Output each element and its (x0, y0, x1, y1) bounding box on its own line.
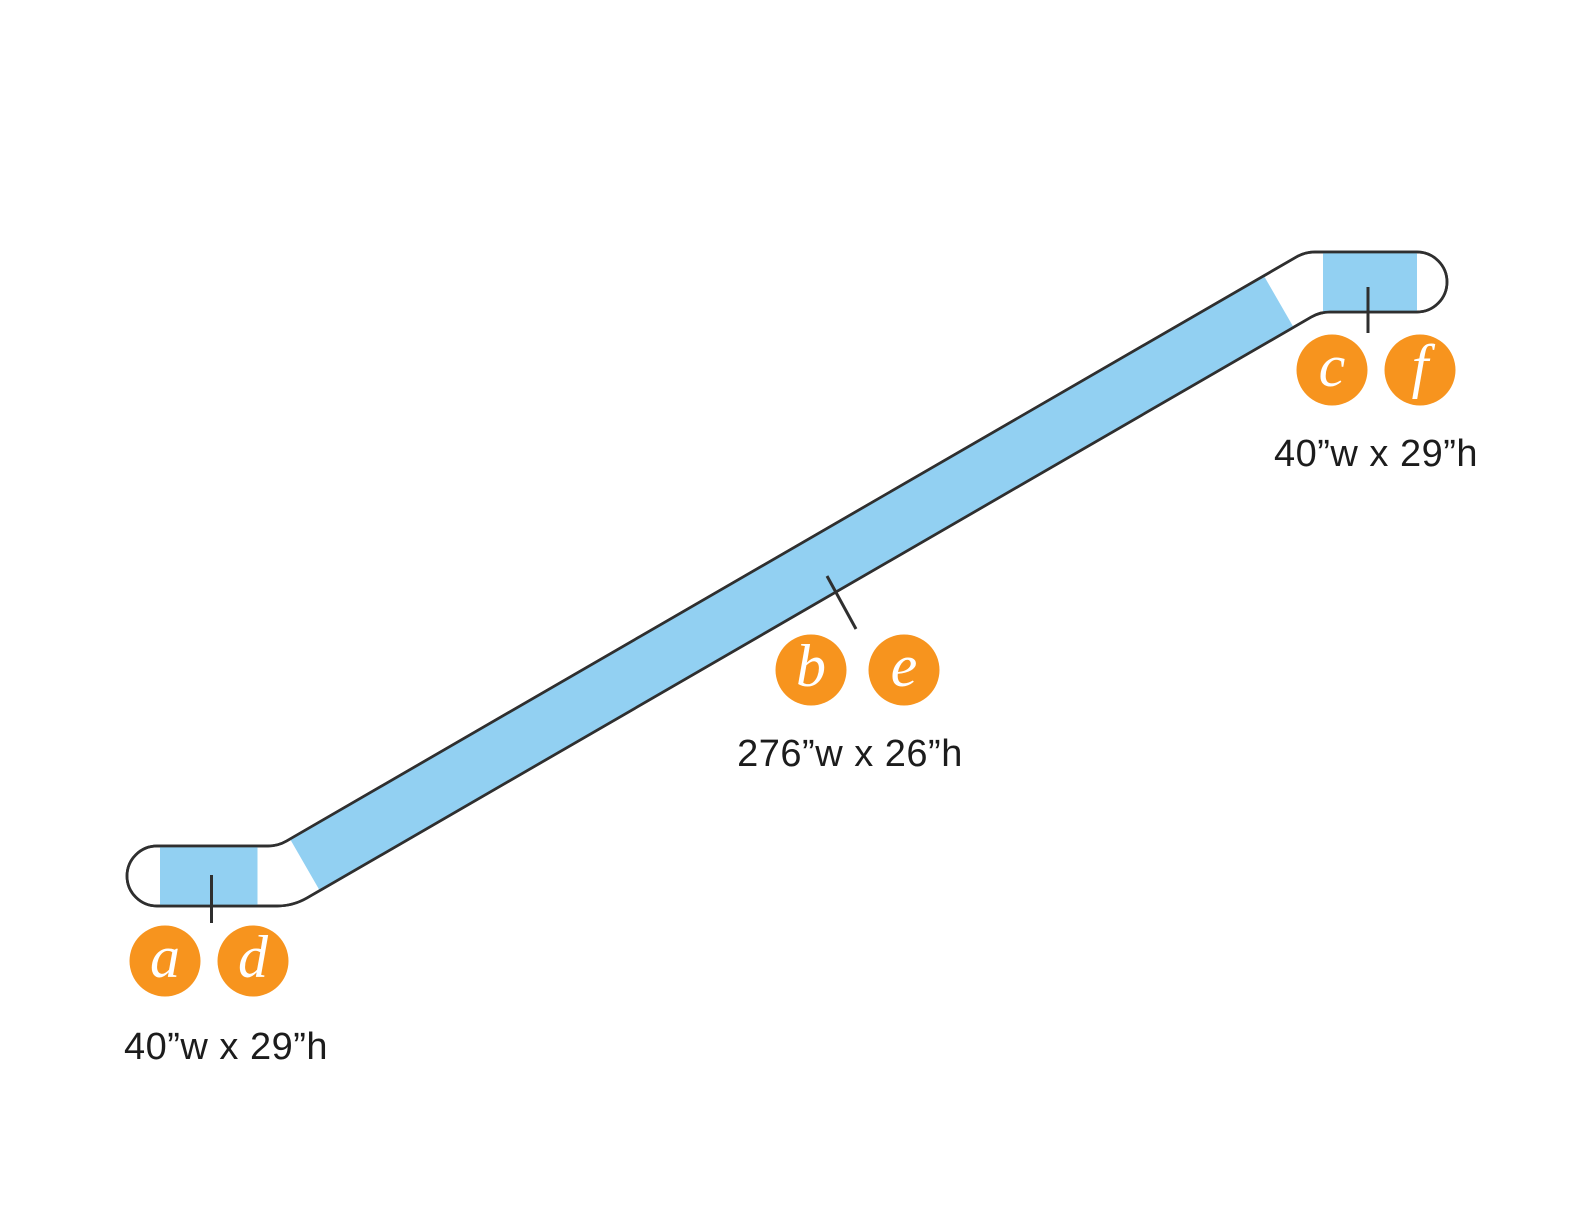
badge-c-circle (1296, 334, 1368, 406)
badge-a-letter: a (150, 924, 180, 990)
badge-f-circle (1384, 334, 1456, 406)
badge-e: e (868, 633, 940, 706)
badge-e-circle (868, 634, 940, 706)
badge-b: b (775, 633, 847, 706)
badge-e-letter: e (891, 633, 918, 699)
badge-d-letter: d (238, 924, 269, 990)
upper-landing-panel (1323, 252, 1417, 315)
badge-d: d (217, 924, 289, 997)
incline-callout-line (825, 575, 858, 630)
badge-d-circle (217, 925, 289, 997)
badge-f: f (1384, 333, 1456, 406)
upper-landing-dimensions-label: 40”w x 29”h (1274, 433, 1478, 475)
escalator-outline-stroke (125, 250, 1449, 908)
badge-b-circle (775, 634, 847, 706)
lower-landing-dimensions-label: 40”w x 29”h (124, 1026, 328, 1068)
incline-panel (288, 272, 1296, 895)
lower-landing-panel (160, 843, 258, 906)
badge-c-letter: c (1319, 333, 1346, 399)
badge-c: c (1296, 333, 1368, 406)
badge-a-circle (129, 925, 201, 997)
badge-b-letter: b (796, 633, 826, 699)
incline-dimensions-label: 276”w x 26”h (737, 733, 963, 775)
badge-a: a (129, 924, 201, 997)
ad-panels-group (160, 252, 1417, 906)
